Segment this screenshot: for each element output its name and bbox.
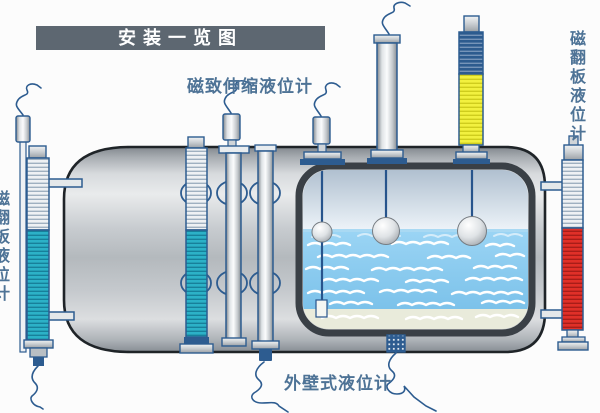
top-transmitter	[300, 116, 345, 165]
left-sensor-tube	[19, 139, 27, 353]
pipe-base-flange	[370, 149, 404, 159]
page-title: 安装一览图	[36, 26, 325, 50]
probe1-bottom-cap	[221, 337, 247, 347]
face-column-empty	[185, 147, 208, 231]
right-magnetic-flap-gauge	[557, 135, 589, 351]
float-sphere-small	[311, 221, 333, 243]
probe2-top-lip	[254, 144, 277, 152]
probe1-tube	[225, 152, 242, 341]
label-magnetostrictive-gauge: 磁致伸缩液位计	[187, 77, 313, 96]
yellow-gauge-baseplate	[453, 159, 490, 164]
pipe-body	[376, 42, 398, 152]
label-magnetic-flap-gauge-left-clipped: 磁翻板液位计	[0, 190, 8, 304]
window-border	[295, 162, 536, 337]
left-magnetic-flap-gauge	[15, 115, 54, 366]
face-column-dark-band	[184, 337, 209, 344]
stilling-well-pipe	[367, 34, 407, 164]
external-wall-sensor	[386, 334, 406, 353]
magnetostrictive-probe-tube	[218, 113, 250, 347]
cutaway-window	[295, 162, 536, 337]
tank-face-flap-indicator	[179, 136, 214, 354]
face-column-bottom-flange	[179, 343, 214, 354]
bottom-probe-anchor	[315, 299, 328, 318]
left-gauge-column-empty	[26, 157, 50, 231]
wave-lines	[304, 233, 526, 321]
cable-probe2-bottom	[251, 361, 289, 413]
probe1-transmitter-head	[222, 113, 241, 141]
float-sphere-mid	[372, 217, 400, 245]
top-transmitter-baseplate	[300, 159, 345, 165]
yellow-gauge-filled	[458, 73, 484, 146]
right-gauge-filled	[561, 227, 584, 331]
yellow-gauge-empty	[458, 31, 484, 75]
label-external-wall-gauge: 外壁式液位计	[284, 374, 392, 393]
yellow-gauge-cap	[463, 15, 480, 33]
top-flap-gauge-yellow	[453, 15, 490, 164]
yellow-gauge-flange	[455, 151, 488, 160]
tank-headspace	[303, 170, 528, 231]
left-gauge-cap	[28, 145, 47, 159]
face-column-cap	[187, 136, 205, 149]
left-gauge-drain	[29, 347, 48, 358]
pipe-baseplate	[367, 158, 407, 164]
top-transmitter-flange	[303, 151, 342, 160]
cable-left-transmitter	[15, 83, 42, 116]
right-gauge-empty	[561, 159, 584, 229]
left-transmitter-head	[15, 115, 31, 143]
probe2-plug	[259, 349, 272, 361]
left-gauge-column-filled	[26, 229, 50, 341]
label-magnetic-flap-gauge-right: 磁翻板液位计	[567, 30, 584, 144]
float-spheres	[311, 216, 487, 246]
cable-top-transmitter	[313, 82, 341, 117]
right-gauge-flange-1	[561, 336, 586, 343]
cable-probe1-transmitter	[223, 80, 253, 114]
top-transmitter-stem	[317, 143, 327, 153]
probe2-tube	[257, 150, 274, 343]
cable-pipe-top	[381, 1, 411, 35]
bottom-liquid-band	[303, 309, 528, 329]
face-column-filled	[185, 229, 208, 338]
top-transmitter-head	[312, 116, 331, 145]
probe2-bottom-flange	[251, 340, 280, 350]
cable-external-sensor	[386, 352, 437, 412]
left-gauge-plug	[33, 357, 44, 366]
signal-cables	[15, 1, 437, 413]
second-probe-tube	[251, 144, 280, 361]
float-sphere-right	[457, 216, 487, 246]
right-gauge-flange-2	[557, 341, 589, 351]
pipe-top-flange	[373, 34, 401, 44]
water-surface-line	[303, 229, 528, 232]
probe1-flange	[218, 145, 250, 154]
left-gauge-bottom-flange	[23, 339, 54, 349]
cable-left-gauge-bottom	[30, 365, 44, 410]
